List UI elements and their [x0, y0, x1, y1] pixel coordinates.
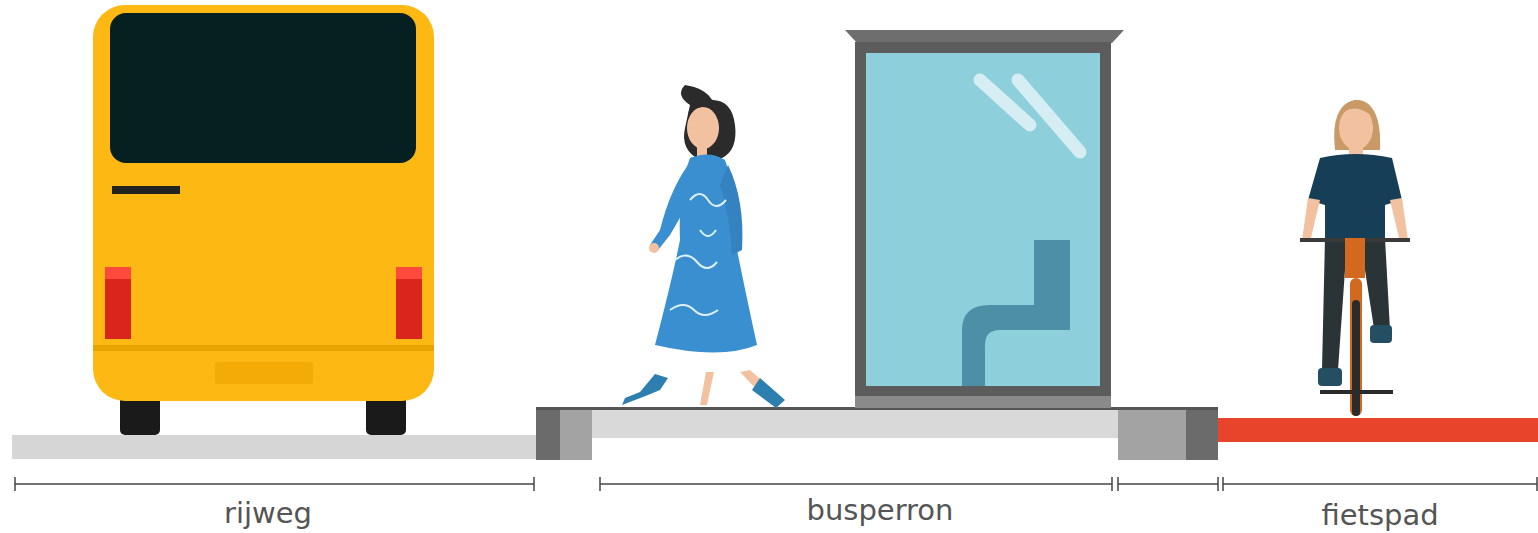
dimension-label: busperron: [807, 496, 954, 525]
bus-shelter: [845, 30, 1124, 408]
bike-path: [1218, 418, 1538, 442]
pedestrian: [622, 85, 785, 408]
curb: [536, 408, 560, 460]
dimension-label: fietspad: [1321, 501, 1438, 530]
dimension-lines: [15, 477, 1537, 491]
road-surface: [12, 435, 536, 459]
dimension-label: rijweg: [224, 499, 312, 528]
curb: [1118, 410, 1186, 460]
curb: [560, 408, 592, 460]
cyclist: [1300, 100, 1410, 416]
curb: [1186, 410, 1218, 460]
platform: [592, 408, 1118, 438]
bus: [93, 5, 434, 435]
